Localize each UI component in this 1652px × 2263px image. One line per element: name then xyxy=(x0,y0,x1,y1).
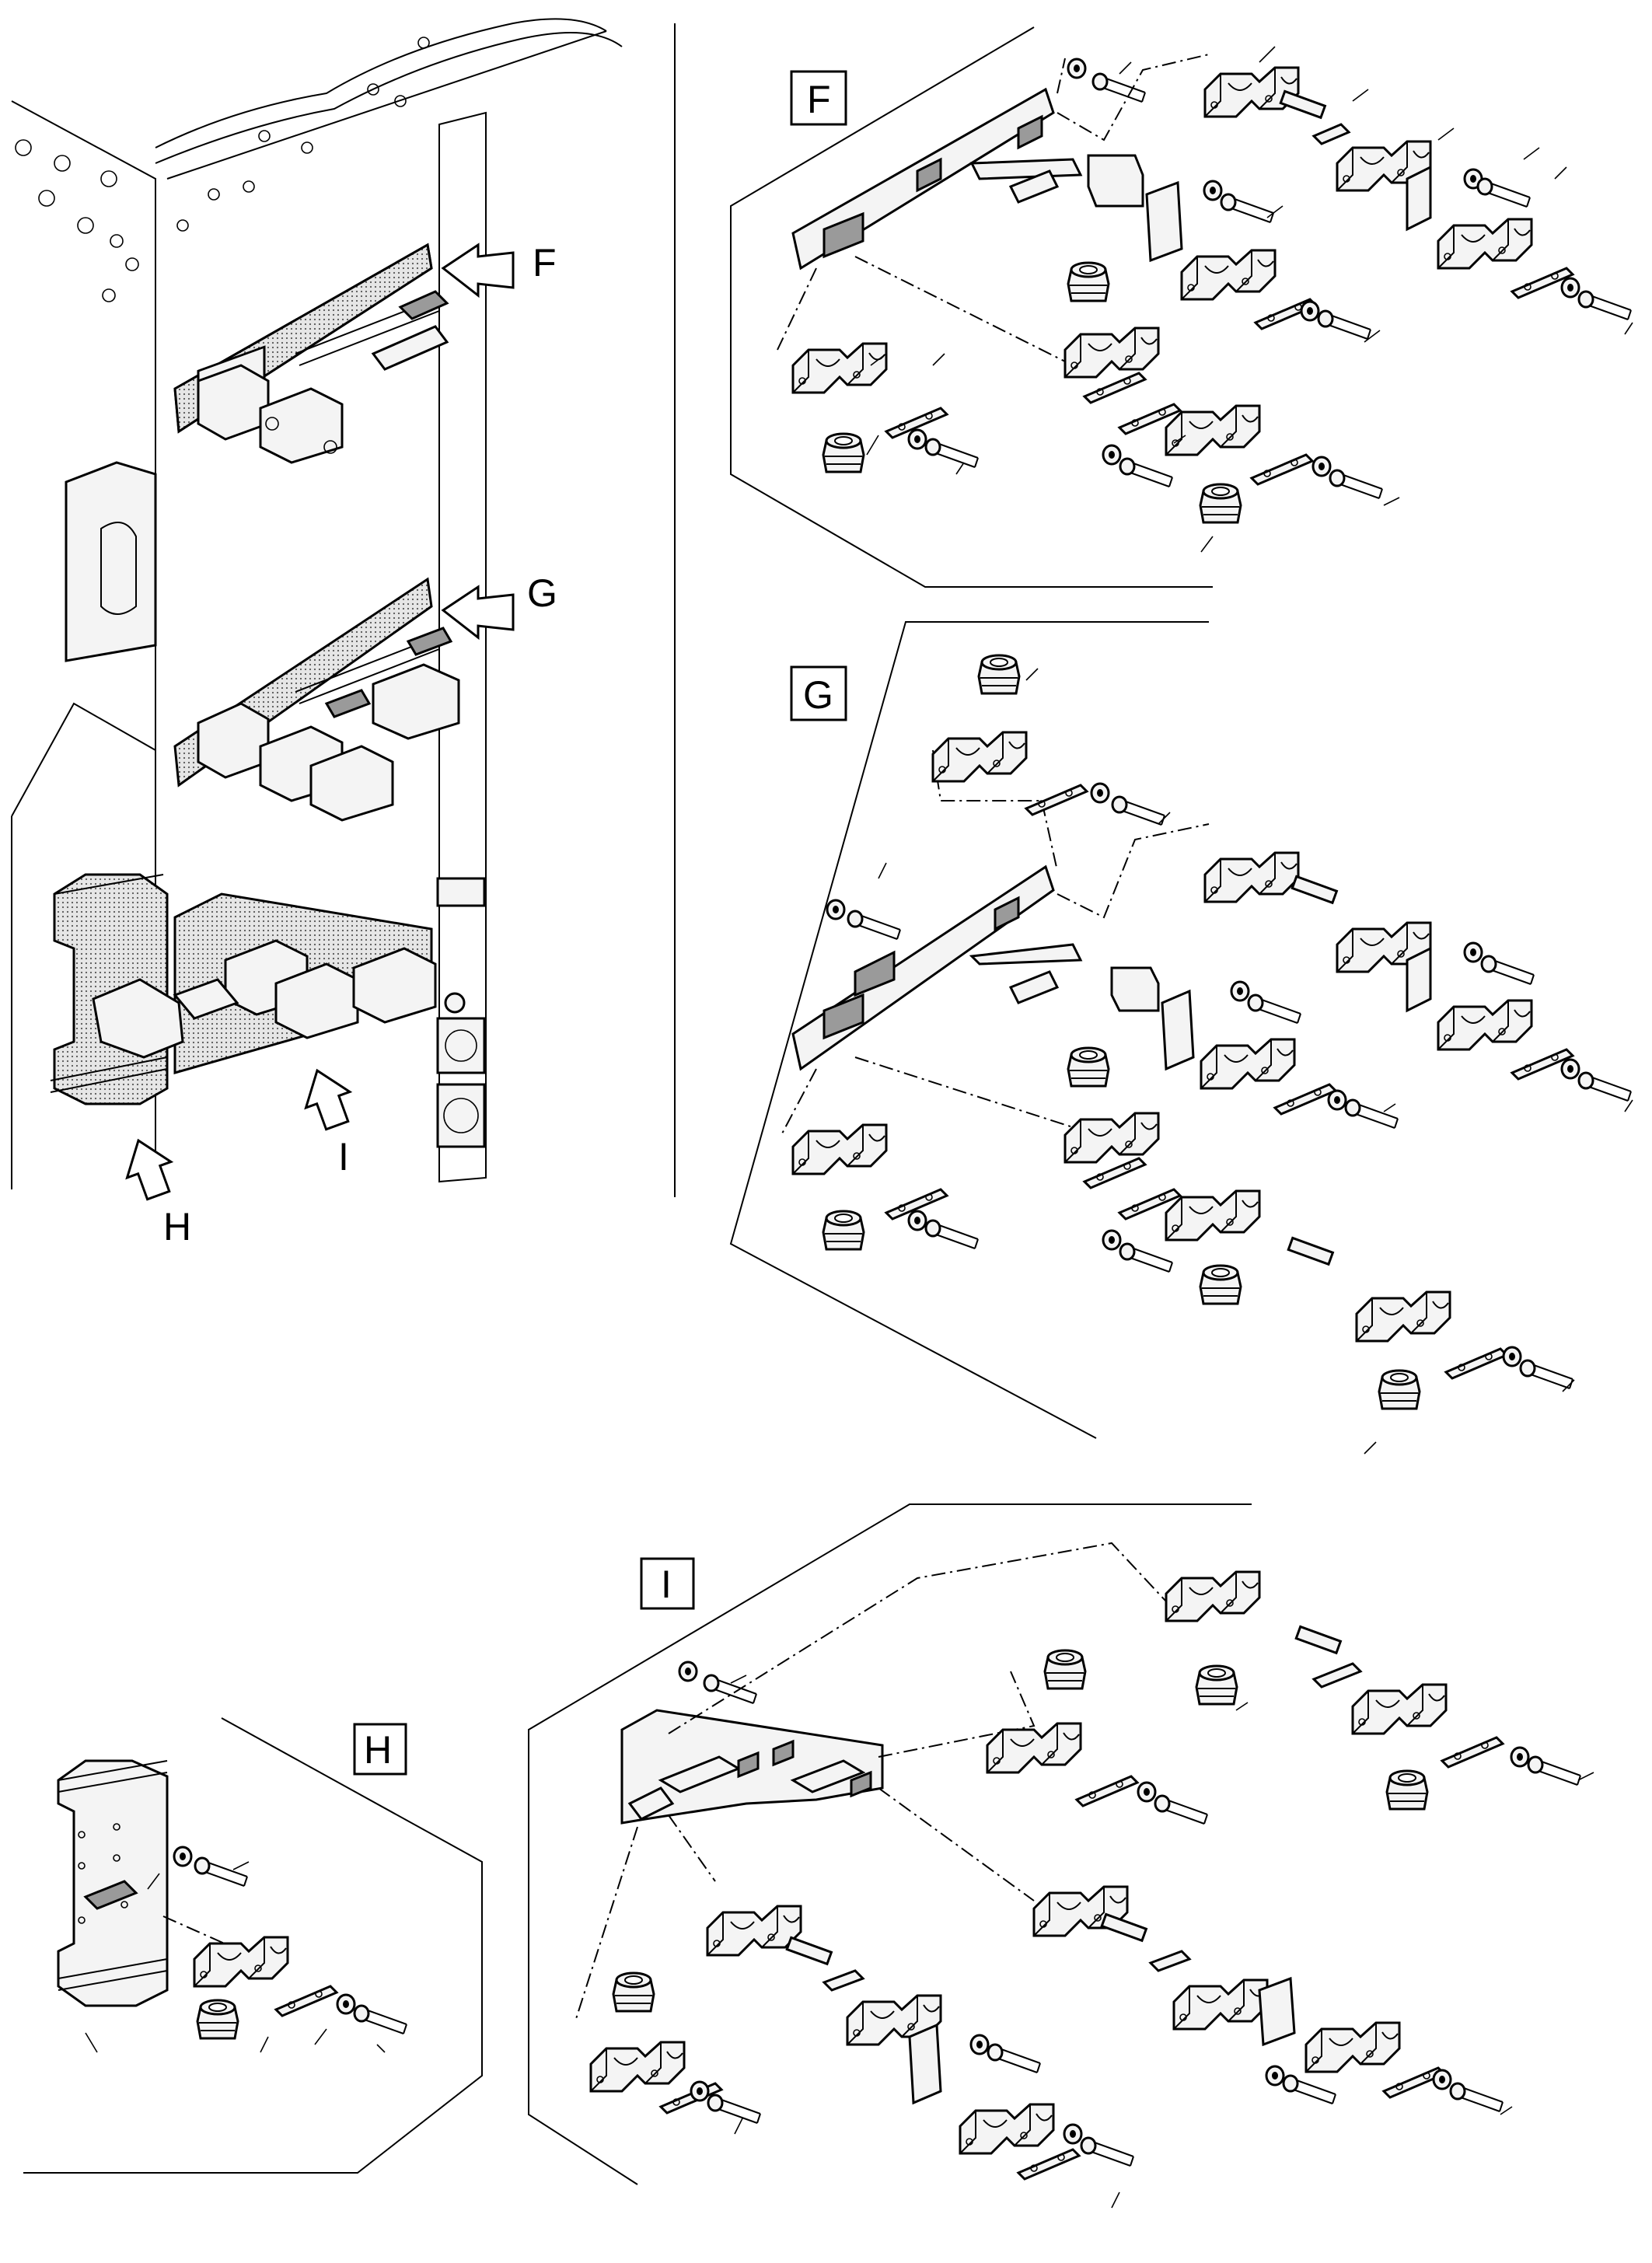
detail-h: H xyxy=(23,1717,483,2174)
detail-label-g: G xyxy=(803,673,833,717)
detail-label-i: I xyxy=(661,1563,672,1606)
detail-f: F xyxy=(730,26,1633,588)
arrow-h xyxy=(125,1138,174,1201)
detail-label-h: H xyxy=(364,1728,392,1772)
detail-g: G xyxy=(729,621,1633,1439)
overview-assembly: F G H I xyxy=(11,18,623,1248)
detail-box-f xyxy=(790,70,847,126)
detail-label-f: F xyxy=(807,78,831,121)
detail-box-g xyxy=(790,665,847,721)
detail-i: I xyxy=(528,1503,1582,2185)
arrow-label-g: G xyxy=(527,571,557,615)
arrow-g xyxy=(441,585,515,641)
detail-box-h xyxy=(353,1723,407,1776)
detail-box-i xyxy=(640,1557,695,1610)
arrow-i xyxy=(304,1068,353,1131)
callout-leaders xyxy=(85,46,1633,2209)
arrow-label-h: H xyxy=(163,1205,191,1248)
arrow-label-i: I xyxy=(338,1135,349,1179)
arrow-label-f: F xyxy=(533,241,557,285)
arrow-f xyxy=(441,243,515,299)
